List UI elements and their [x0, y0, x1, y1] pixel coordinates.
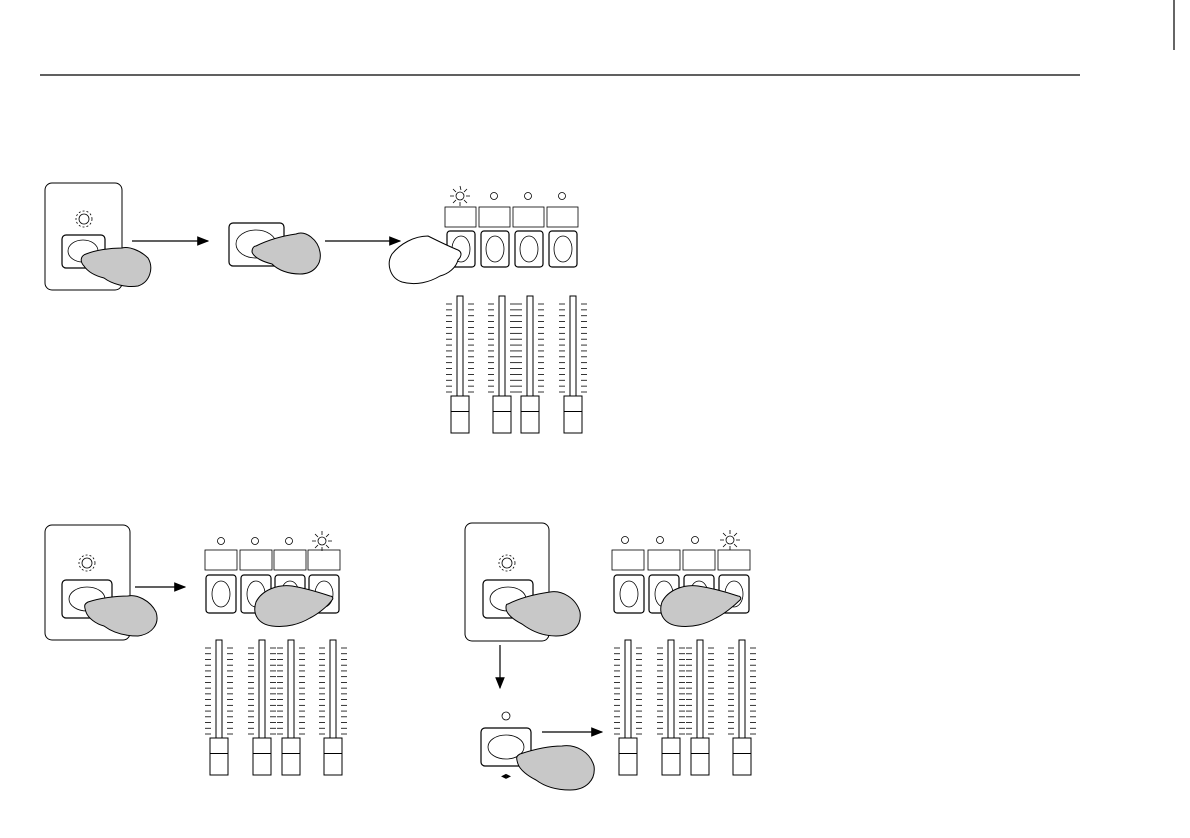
- fader-knob[interactable]: [564, 396, 582, 433]
- fader-knob[interactable]: [493, 396, 511, 433]
- led-icon: [491, 193, 498, 200]
- channel-flash-button[interactable]: [549, 231, 577, 267]
- channel-flash-button[interactable]: [614, 575, 644, 613]
- fader-knob[interactable]: [691, 738, 709, 775]
- left-right-arrows-icon: ◂▸: [501, 771, 511, 782]
- led-lit-icon: [450, 186, 470, 206]
- led-icon: [657, 537, 664, 544]
- step3-nav-panel: ◂▸: [481, 712, 594, 790]
- fader[interactable]: [559, 296, 587, 433]
- step1-record-panel: [229, 223, 320, 274]
- hand-icon: [517, 746, 595, 790]
- channel-flash-button[interactable]: [206, 575, 236, 613]
- led-icon: [622, 537, 629, 544]
- fader[interactable]: [248, 640, 276, 775]
- fader[interactable]: [686, 640, 714, 775]
- fader[interactable]: [657, 640, 685, 775]
- led-lit-icon: [720, 530, 740, 550]
- fader[interactable]: [446, 296, 474, 433]
- step2-mode-panel: [45, 525, 157, 640]
- led-icon: [525, 193, 532, 200]
- fader-knob[interactable]: [210, 738, 228, 775]
- fader-knob[interactable]: [521, 396, 539, 433]
- led-icon: [252, 538, 259, 545]
- fader[interactable]: [516, 296, 544, 433]
- fader-knob[interactable]: [733, 738, 751, 775]
- step2-channel-block: [205, 531, 347, 775]
- led-icon: [559, 193, 566, 200]
- fader-group: [446, 296, 587, 433]
- led-icon: [502, 712, 510, 720]
- fader[interactable]: [205, 640, 233, 775]
- fader-knob[interactable]: [451, 396, 469, 433]
- fader-group: [205, 640, 347, 775]
- fader[interactable]: [277, 640, 305, 775]
- step1-channel-block: [389, 186, 587, 433]
- fader-group: [614, 640, 756, 775]
- fader-knob[interactable]: [324, 738, 342, 775]
- step3-mode-panel: [465, 523, 580, 641]
- step3-channel-block: [612, 530, 756, 775]
- fader-knob[interactable]: [619, 738, 637, 775]
- fader[interactable]: [728, 640, 756, 775]
- fader[interactable]: [614, 640, 642, 775]
- led-icon: [286, 538, 293, 545]
- led-icon: [692, 537, 699, 544]
- channel-flash-button[interactable]: [515, 231, 543, 267]
- fader[interactable]: [488, 296, 516, 433]
- fader-knob[interactable]: [253, 738, 271, 775]
- fader[interactable]: [319, 640, 347, 775]
- step1-mode-panel: [45, 183, 151, 290]
- led-lit-icon: [312, 531, 332, 551]
- channel-flash-button[interactable]: [481, 231, 509, 267]
- fader-knob[interactable]: [282, 738, 300, 775]
- fader-knob[interactable]: [662, 738, 680, 775]
- led-icon: [218, 538, 225, 545]
